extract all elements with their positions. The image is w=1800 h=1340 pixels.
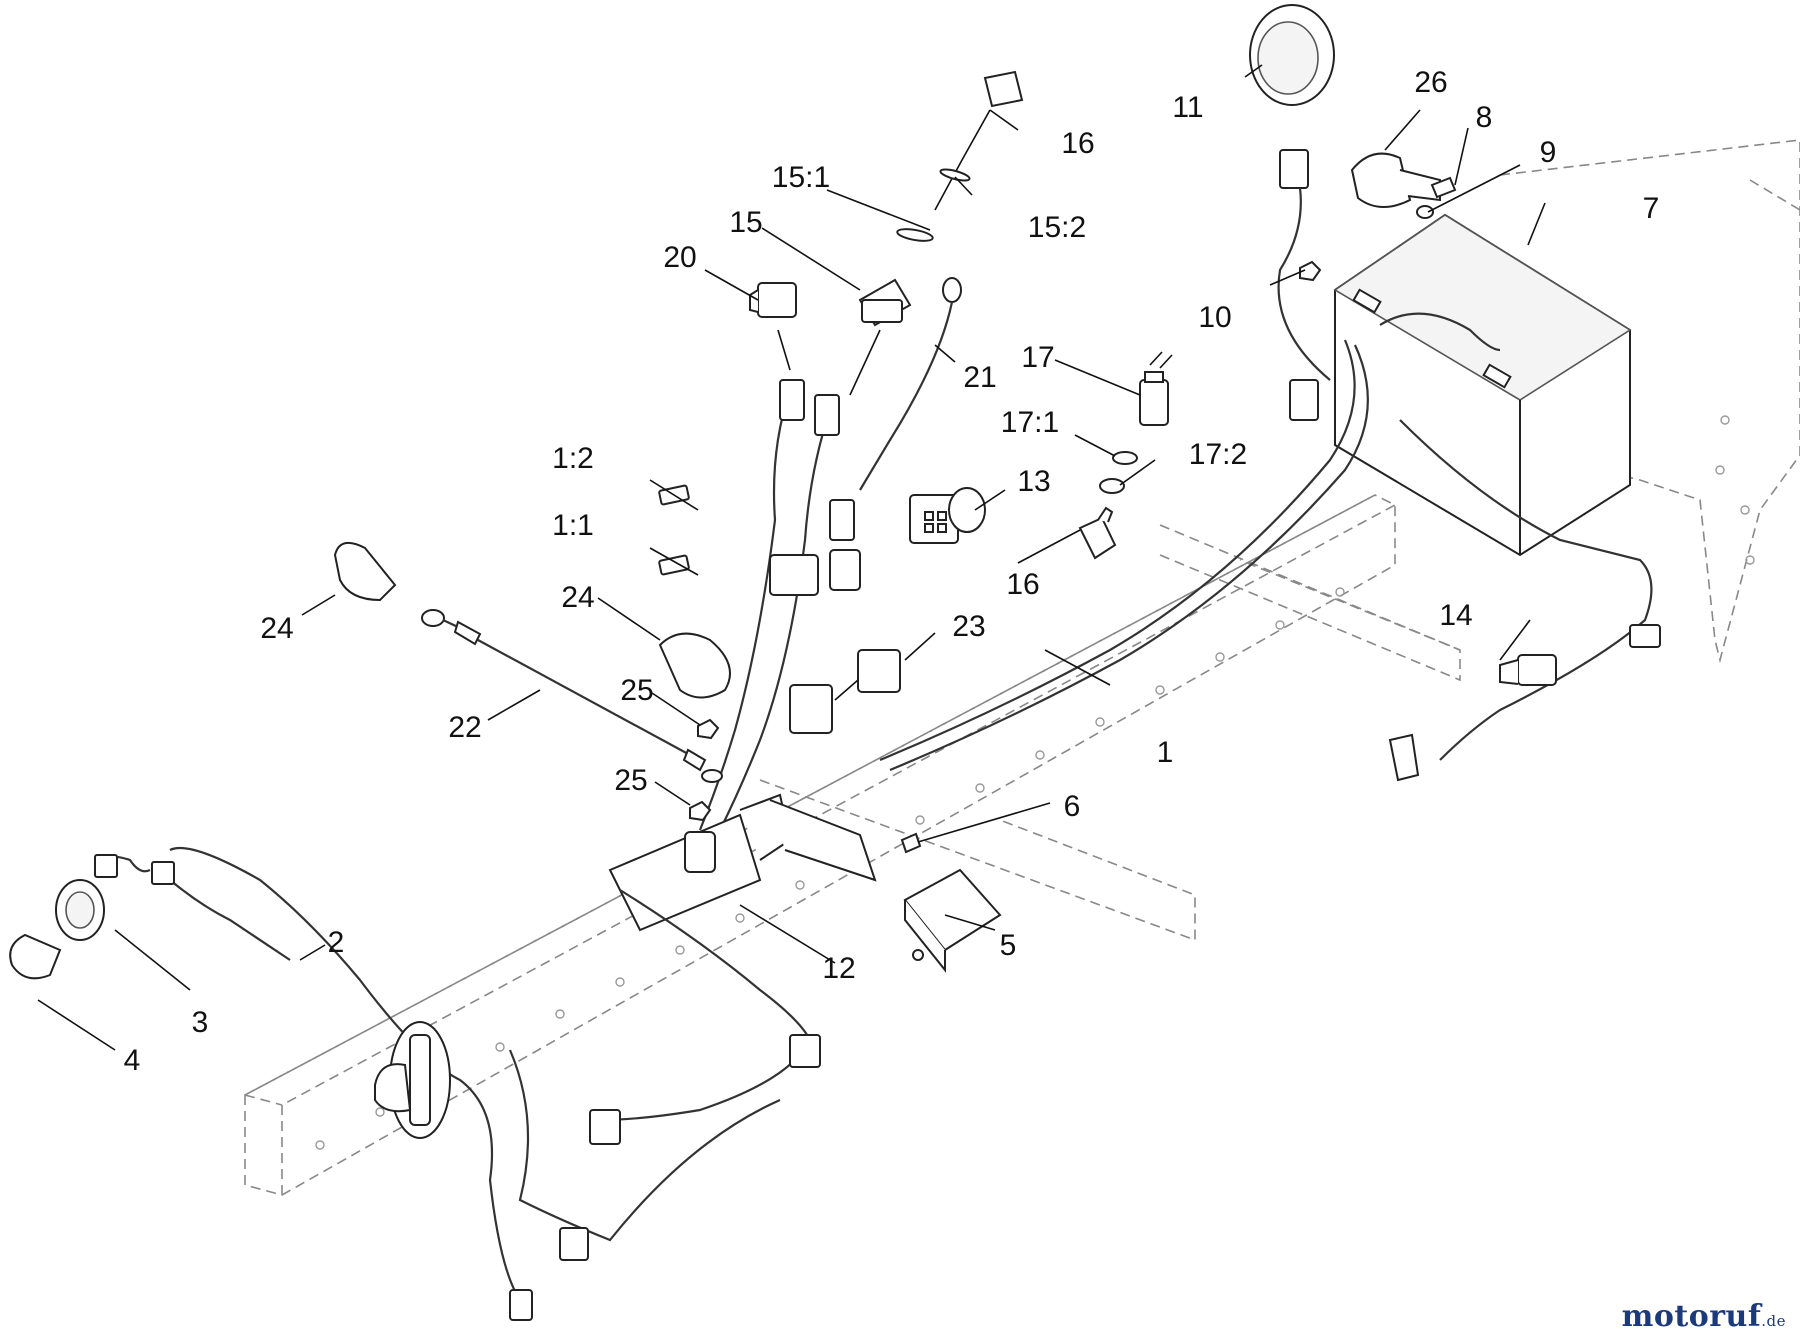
fuse-1[interactable] — [658, 554, 690, 576]
callout-10: 10 — [1198, 301, 1231, 334]
callout-5: 5 — [1000, 929, 1017, 962]
callout-17: 17 — [1021, 341, 1054, 374]
callout-25-upper: 25 — [620, 674, 653, 707]
callout-24-right: 24 — [561, 581, 594, 614]
starter-solenoid[interactable] — [608, 793, 877, 932]
chassis-frame — [244, 139, 1800, 1196]
rail-holes — [315, 415, 1755, 1150]
callout-16-bottom: 16 — [1006, 568, 1039, 601]
dash-harness-branch[interactable] — [698, 379, 861, 831]
regulator-bolt[interactable] — [900, 832, 922, 854]
callout-25-lower: 25 — [614, 764, 647, 797]
ignition-key[interactable] — [1078, 506, 1117, 560]
seat-switch[interactable] — [1388, 624, 1661, 782]
watermark-logo: motoruf.de — [1622, 1299, 1786, 1334]
callout-9: 9 — [1540, 136, 1557, 169]
nut-washer-upper[interactable] — [697, 718, 723, 783]
toggle-switch[interactable] — [749, 282, 797, 371]
key-washer[interactable] — [896, 227, 934, 243]
battery-nut[interactable] — [1299, 260, 1322, 282]
key-ring[interactable] — [939, 167, 971, 182]
battery-washer[interactable] — [1416, 205, 1434, 219]
callout-23: 23 — [952, 610, 985, 643]
key-switch[interactable] — [849, 278, 912, 396]
watermark-tld: .de — [1761, 1312, 1786, 1330]
lamp-bulb-left[interactable] — [9, 933, 62, 980]
watermark-brand: motoruf — [1621, 1299, 1762, 1334]
callout-16-top: 16 — [1061, 127, 1094, 160]
callout-labels: 1 1:1 1:2 2 3 4 5 6 7 8 9 10 11 12 13 14… — [124, 66, 1660, 1077]
ignition-switch[interactable] — [1139, 351, 1173, 426]
main-wire-harness[interactable] — [879, 312, 1653, 772]
voltage-regulator[interactable] — [903, 868, 1002, 973]
battery-terminal-boot[interactable] — [1350, 152, 1441, 208]
callout-14: 14 — [1439, 599, 1472, 632]
indicator-lamp[interactable] — [859, 277, 962, 491]
callout-15-2: 15:2 — [1028, 211, 1086, 244]
callout-11: 11 — [1172, 91, 1203, 124]
ignition-washer[interactable] — [1099, 478, 1125, 494]
battery-cable[interactable] — [421, 609, 707, 772]
callout-8: 8 — [1476, 101, 1493, 134]
terminal-boot-left[interactable] — [333, 541, 397, 602]
callout-13: 13 — [1017, 465, 1050, 498]
lamp-socket-right[interactable] — [374, 1021, 451, 1139]
callout-20: 20 — [663, 241, 696, 274]
callout-17-2: 17:2 — [1189, 438, 1247, 471]
lamp-socket-left[interactable] — [55, 879, 105, 941]
callout-15: 15 — [729, 206, 762, 239]
callout-1-1: 1:1 — [552, 509, 594, 542]
leader-lines — [37, 64, 1546, 1051]
battery-bolt[interactable] — [1430, 176, 1457, 199]
relay-plug[interactable] — [909, 487, 986, 544]
callout-3: 3 — [192, 1006, 209, 1039]
key-top[interactable] — [934, 70, 1024, 211]
callout-2: 2 — [328, 926, 345, 959]
light-harness[interactable] — [93, 846, 821, 1321]
callout-24-left: 24 — [260, 612, 293, 645]
callout-21: 21 — [963, 361, 996, 394]
callout-1: 1 — [1157, 736, 1174, 769]
alarm-buzzer[interactable] — [1249, 4, 1335, 381]
callout-12: 12 — [822, 952, 855, 985]
callout-26: 26 — [1414, 66, 1447, 99]
terminal-boot-right[interactable] — [658, 632, 731, 699]
battery[interactable] — [1333, 213, 1632, 557]
nut-lower[interactable] — [689, 800, 712, 822]
callout-17-1: 17:1 — [1001, 406, 1059, 439]
ignition-nut[interactable] — [1112, 451, 1138, 465]
callout-15-1: 15:1 — [772, 161, 830, 194]
callout-22: 22 — [448, 711, 481, 744]
callout-6: 6 — [1064, 790, 1081, 823]
callout-4: 4 — [124, 1044, 141, 1077]
callout-7: 7 — [1643, 192, 1660, 225]
callout-1-2: 1:2 — [552, 442, 594, 475]
relay[interactable] — [789, 649, 901, 734]
